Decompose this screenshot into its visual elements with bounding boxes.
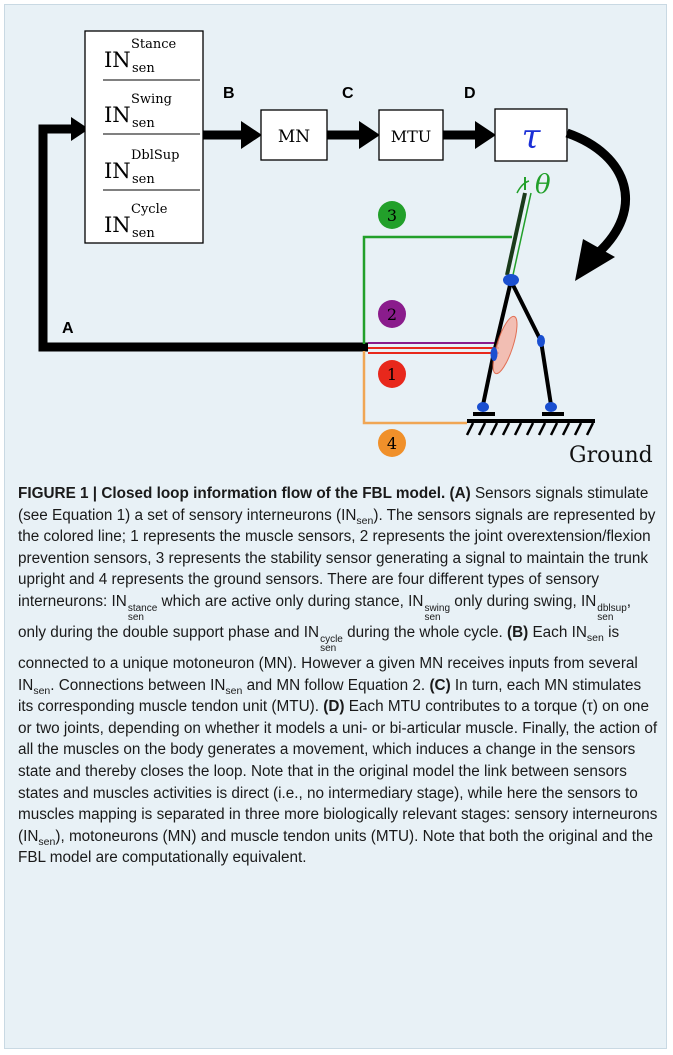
- ground-label: Ground: [569, 443, 653, 468]
- in-stance-sub: sen: [132, 61, 155, 76]
- caption-sub: sen: [356, 514, 374, 527]
- caption-text: In turn, each MN stimulates its correspo…: [18, 676, 642, 716]
- in-dblsup-sub: sen: [132, 172, 155, 187]
- caption-tag-b: (B): [506, 623, 529, 641]
- fbl-loop-diagram: IN Stance sen IN Swing sen IN DblSup sen…: [38, 30, 653, 468]
- caption-sub: sen: [33, 684, 51, 697]
- theta-label: θ: [535, 170, 551, 200]
- caption-text: only during swing, IN: [450, 592, 597, 610]
- caption-tag-a: (A): [449, 485, 471, 502]
- stage-label-b: B: [223, 85, 235, 102]
- torque-symbol: 𝜏: [522, 117, 542, 157]
- stick-figure-model: [473, 177, 564, 416]
- mtu-label: MTU: [391, 127, 432, 146]
- in-dblsup-label: IN: [104, 159, 131, 183]
- caption-text: Each IN: [528, 623, 587, 641]
- caption-sub: sen: [38, 835, 56, 848]
- sensor-2-number: 2: [387, 305, 397, 324]
- caption-text: , only during the double support phase a…: [18, 592, 631, 641]
- sensor-2-marker: [378, 300, 406, 328]
- stage-label-c: C: [342, 85, 354, 102]
- stage-label-a: A: [62, 320, 74, 337]
- caption-text: is connected to a unique motoneuron (MN)…: [18, 623, 638, 694]
- arrow-into-interneurons: [71, 117, 89, 141]
- sensor-4-marker: [378, 429, 406, 457]
- stage-label-d: D: [464, 85, 476, 102]
- mtu-box: [378, 109, 444, 161]
- torque-to-body-arrow: [565, 128, 630, 257]
- sensor-4-number: 4: [387, 434, 397, 453]
- caption-tag-d: (D): [323, 698, 345, 716]
- ground-hatching: [465, 419, 595, 436]
- caption-text: ). The sensors signals are represented b…: [18, 506, 656, 610]
- in-cycle-label: IN: [104, 213, 131, 237]
- in-swing-label: IN: [104, 103, 131, 127]
- caption-text: . Connections between IN: [50, 676, 226, 694]
- interneuron-box: [84, 30, 204, 244]
- loop-path-a: [38, 124, 368, 352]
- sensor-1-marker: [378, 360, 406, 388]
- caption-title: FIGURE 1 | Closed loop information flow …: [18, 485, 446, 502]
- sensor-3-marker: [378, 201, 406, 229]
- in-cycle-sub: sen: [132, 226, 155, 241]
- mn-label: MN: [278, 127, 310, 147]
- in-stance-label: IN: [104, 48, 131, 72]
- caption-text: ), motoneurons (MN) and muscle tendon un…: [18, 827, 654, 867]
- sensor-1-number: 1: [387, 365, 397, 384]
- caption-text: during the whole cycle.: [342, 623, 503, 641]
- in-cycle-sup: Cycle: [131, 202, 168, 217]
- caption-tag-c: (C): [429, 676, 451, 694]
- figure-panel: IN Stance sen IN Swing sen IN DblSup sen…: [4, 4, 667, 1049]
- figure-caption: FIGURE 1 | Closed loop information flow …: [18, 483, 658, 869]
- caption-text: Sensors signals stimulate (see Equation …: [18, 485, 649, 524]
- in-swing-sup: Swing: [131, 92, 172, 107]
- in-stance-sup: Stance: [131, 37, 177, 52]
- sensor-line-4: [362, 351, 467, 425]
- caption-sub: sen: [586, 632, 604, 645]
- caption-text: Each MTU contributes to a torque (τ) on …: [18, 698, 658, 845]
- caption-text: and MN follow Equation 2.: [242, 676, 426, 694]
- sensor-3-number: 3: [387, 206, 397, 225]
- arrow-b-head: [241, 121, 262, 149]
- in-dblsup-sup: DblSup: [131, 148, 180, 163]
- caption-text: which are active only during stance, IN: [157, 592, 424, 610]
- in-swing-sub: sen: [132, 116, 155, 131]
- arrow-c-head: [359, 121, 380, 149]
- sensor-line-3: [362, 235, 512, 344]
- caption-sub: sen: [225, 684, 243, 697]
- arrow-d-head: [475, 121, 496, 149]
- torque-arrow-head: [575, 239, 615, 281]
